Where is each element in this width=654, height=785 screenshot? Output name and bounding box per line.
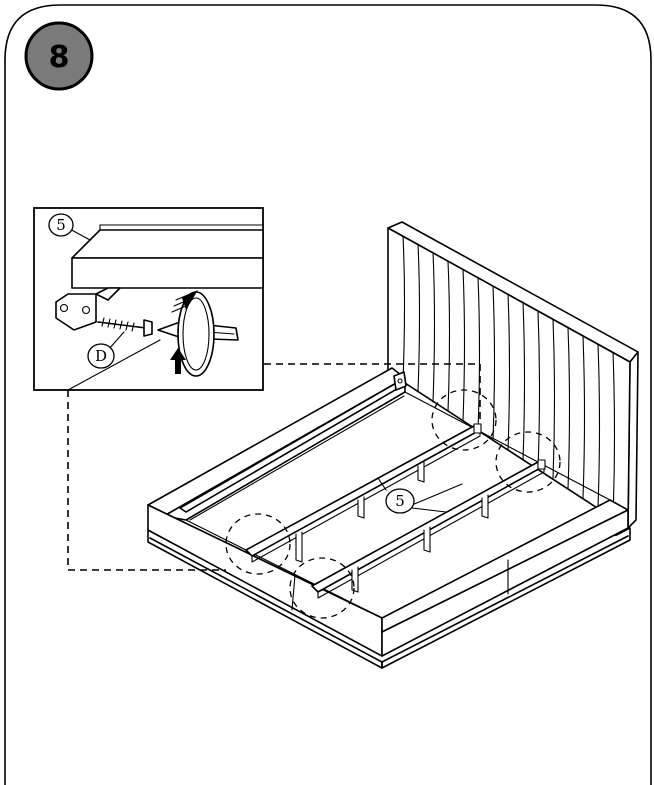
step-badge: 8	[24, 21, 94, 91]
headboard-ribs	[402, 235, 616, 519]
page-frame	[4, 4, 652, 785]
slat-1	[245, 423, 482, 563]
callout-screw: D	[87, 331, 125, 369]
detail-inset: 5 D	[33, 207, 264, 391]
callout-screw-label: D	[95, 347, 107, 365]
callout-slats-label: 5	[395, 492, 405, 510]
callout-slats: 5	[377, 477, 463, 514]
step-number: 8	[49, 40, 70, 75]
rotate-arrow-icon	[170, 290, 215, 377]
screw-icon	[97, 317, 153, 337]
callout-detail-part-label: 5	[56, 216, 66, 234]
slat-2	[311, 459, 546, 599]
callout-detail-part: 5	[48, 213, 91, 241]
bed-frame	[147, 221, 639, 669]
detail-leader-line	[264, 363, 481, 420]
